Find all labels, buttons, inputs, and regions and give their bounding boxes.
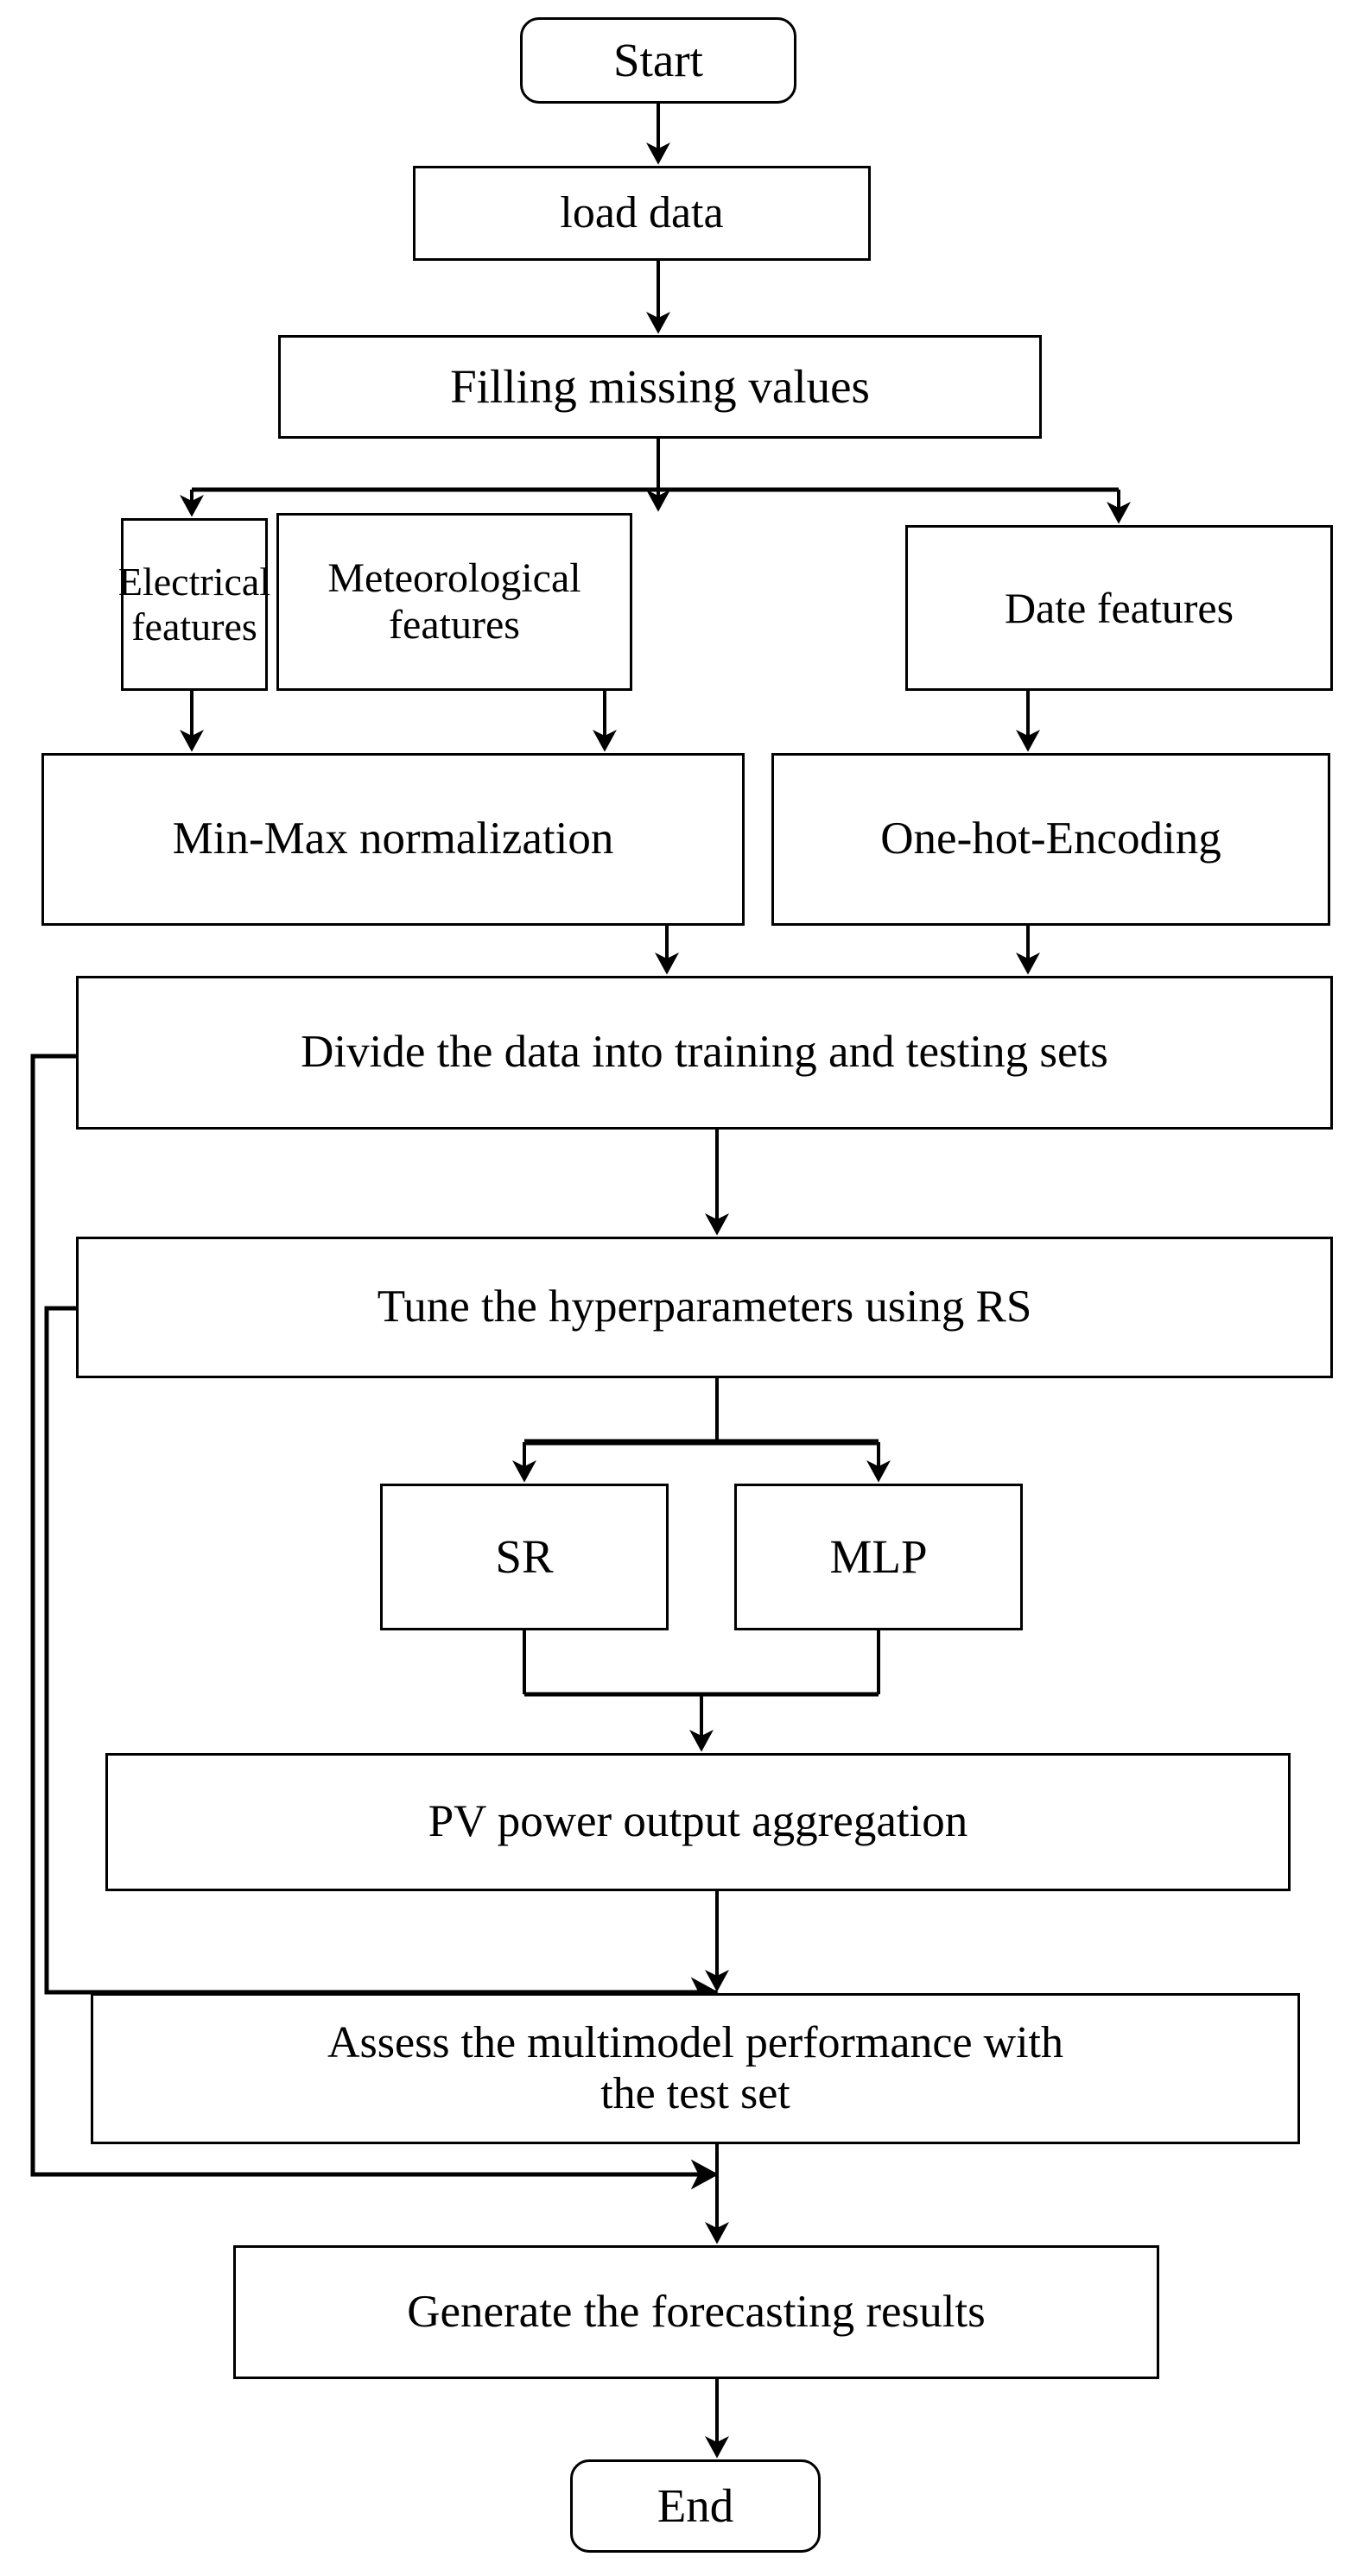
node-tune-hyperparameters-label: Tune the hyperparameters using RS: [377, 1282, 1032, 1332]
node-mlp-label: MLP: [829, 1530, 928, 1584]
node-end[interactable]: End: [570, 2459, 821, 2553]
node-tune-hyperparameters[interactable]: Tune the hyperparameters using RS: [76, 1237, 1333, 1378]
node-sr[interactable]: SR: [380, 1484, 669, 1630]
node-min-max-normalization[interactable]: Min-Max normalization: [41, 753, 745, 926]
node-filling-missing-values[interactable]: Filling missing values: [278, 335, 1042, 439]
node-divide-data-label: Divide the data into training and testin…: [301, 1027, 1108, 1078]
node-assess-multimodel-performance-label: Assess the multimodel performance with t…: [327, 2018, 1064, 2118]
node-filling-missing-values-label: Filling missing values: [450, 360, 870, 414]
node-generate-forecasting-results[interactable]: Generate the forecasting results: [233, 2245, 1159, 2379]
node-mlp[interactable]: MLP: [734, 1484, 1023, 1630]
node-one-hot-encoding[interactable]: One-hot-Encoding: [771, 753, 1330, 926]
node-start[interactable]: Start: [520, 17, 796, 104]
node-pv-power-output-aggregation-label: PV power output aggregation: [428, 1796, 968, 1847]
node-pv-power-output-aggregation[interactable]: PV power output aggregation: [105, 1753, 1291, 1891]
node-generate-forecasting-results-label: Generate the forecasting results: [407, 2286, 986, 2337]
node-end-label: End: [657, 2479, 734, 2533]
node-load-data-label: load data: [560, 187, 724, 237]
node-assess-multimodel-performance[interactable]: Assess the multimodel performance with t…: [91, 1993, 1300, 2144]
node-load-data[interactable]: load data: [413, 166, 871, 261]
node-meteorological-features[interactable]: Meteorological features: [276, 513, 632, 691]
node-sr-label: SR: [495, 1530, 554, 1584]
node-meteorological-features-label: Meteorological features: [327, 555, 581, 648]
node-date-features-label: Date features: [1004, 584, 1234, 632]
node-min-max-normalization-label: Min-Max normalization: [172, 813, 614, 864]
node-date-features[interactable]: Date features: [905, 525, 1333, 691]
node-electrical-features[interactable]: Electrical features: [118, 518, 270, 691]
node-divide-data[interactable]: Divide the data into training and testin…: [76, 976, 1333, 1130]
node-one-hot-encoding-label: One-hot-Encoding: [880, 813, 1221, 864]
node-start-label: Start: [613, 34, 703, 87]
node-electrical-features-label: Electrical features: [117, 560, 271, 649]
